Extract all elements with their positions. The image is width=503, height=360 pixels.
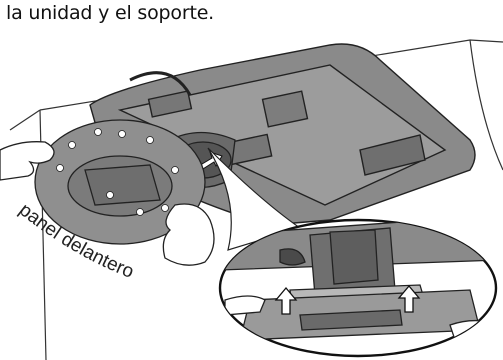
hand-left-icon — [0, 141, 55, 181]
arrow-up-icon — [397, 284, 421, 313]
arrow-up-icon — [274, 286, 298, 315]
caption-text: la unidad y el soporte. — [6, 2, 215, 24]
front-panel-base — [34, 119, 206, 245]
hand-right-icon — [162, 203, 215, 266]
zoom-detail — [218, 218, 498, 358]
